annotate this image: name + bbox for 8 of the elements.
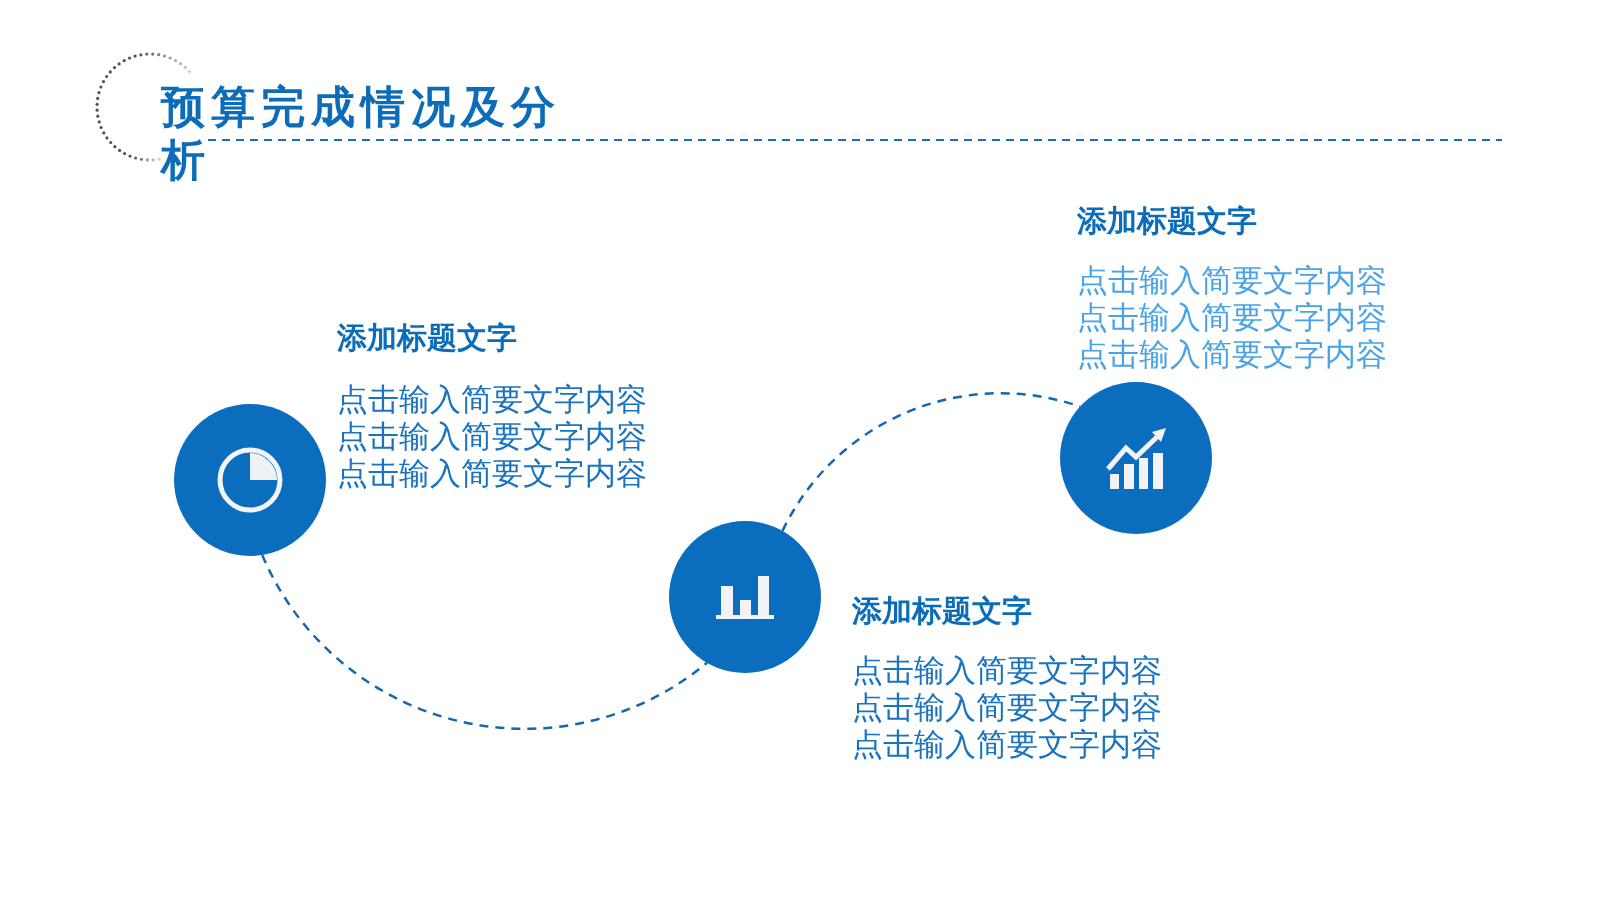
description-text: 点击输入简要文字内容点击输入简要文字内容点击输入简要文字内容 (1077, 262, 1388, 373)
description-text: 点击输入简要文字内容点击输入简要文字内容点击输入简要文字内容 (852, 652, 1163, 763)
section-heading: 添加标题文字 (337, 320, 517, 356)
section-heading: 添加标题文字 (852, 593, 1032, 629)
section-heading: 添加标题文字 (1077, 203, 1257, 239)
description-text: 点击输入简要文字内容点击输入简要文字内容点击输入简要文字内容 (337, 381, 648, 492)
dashed-connector (261, 554, 708, 730)
page-title: 预算完成情况及分析 (161, 80, 562, 186)
